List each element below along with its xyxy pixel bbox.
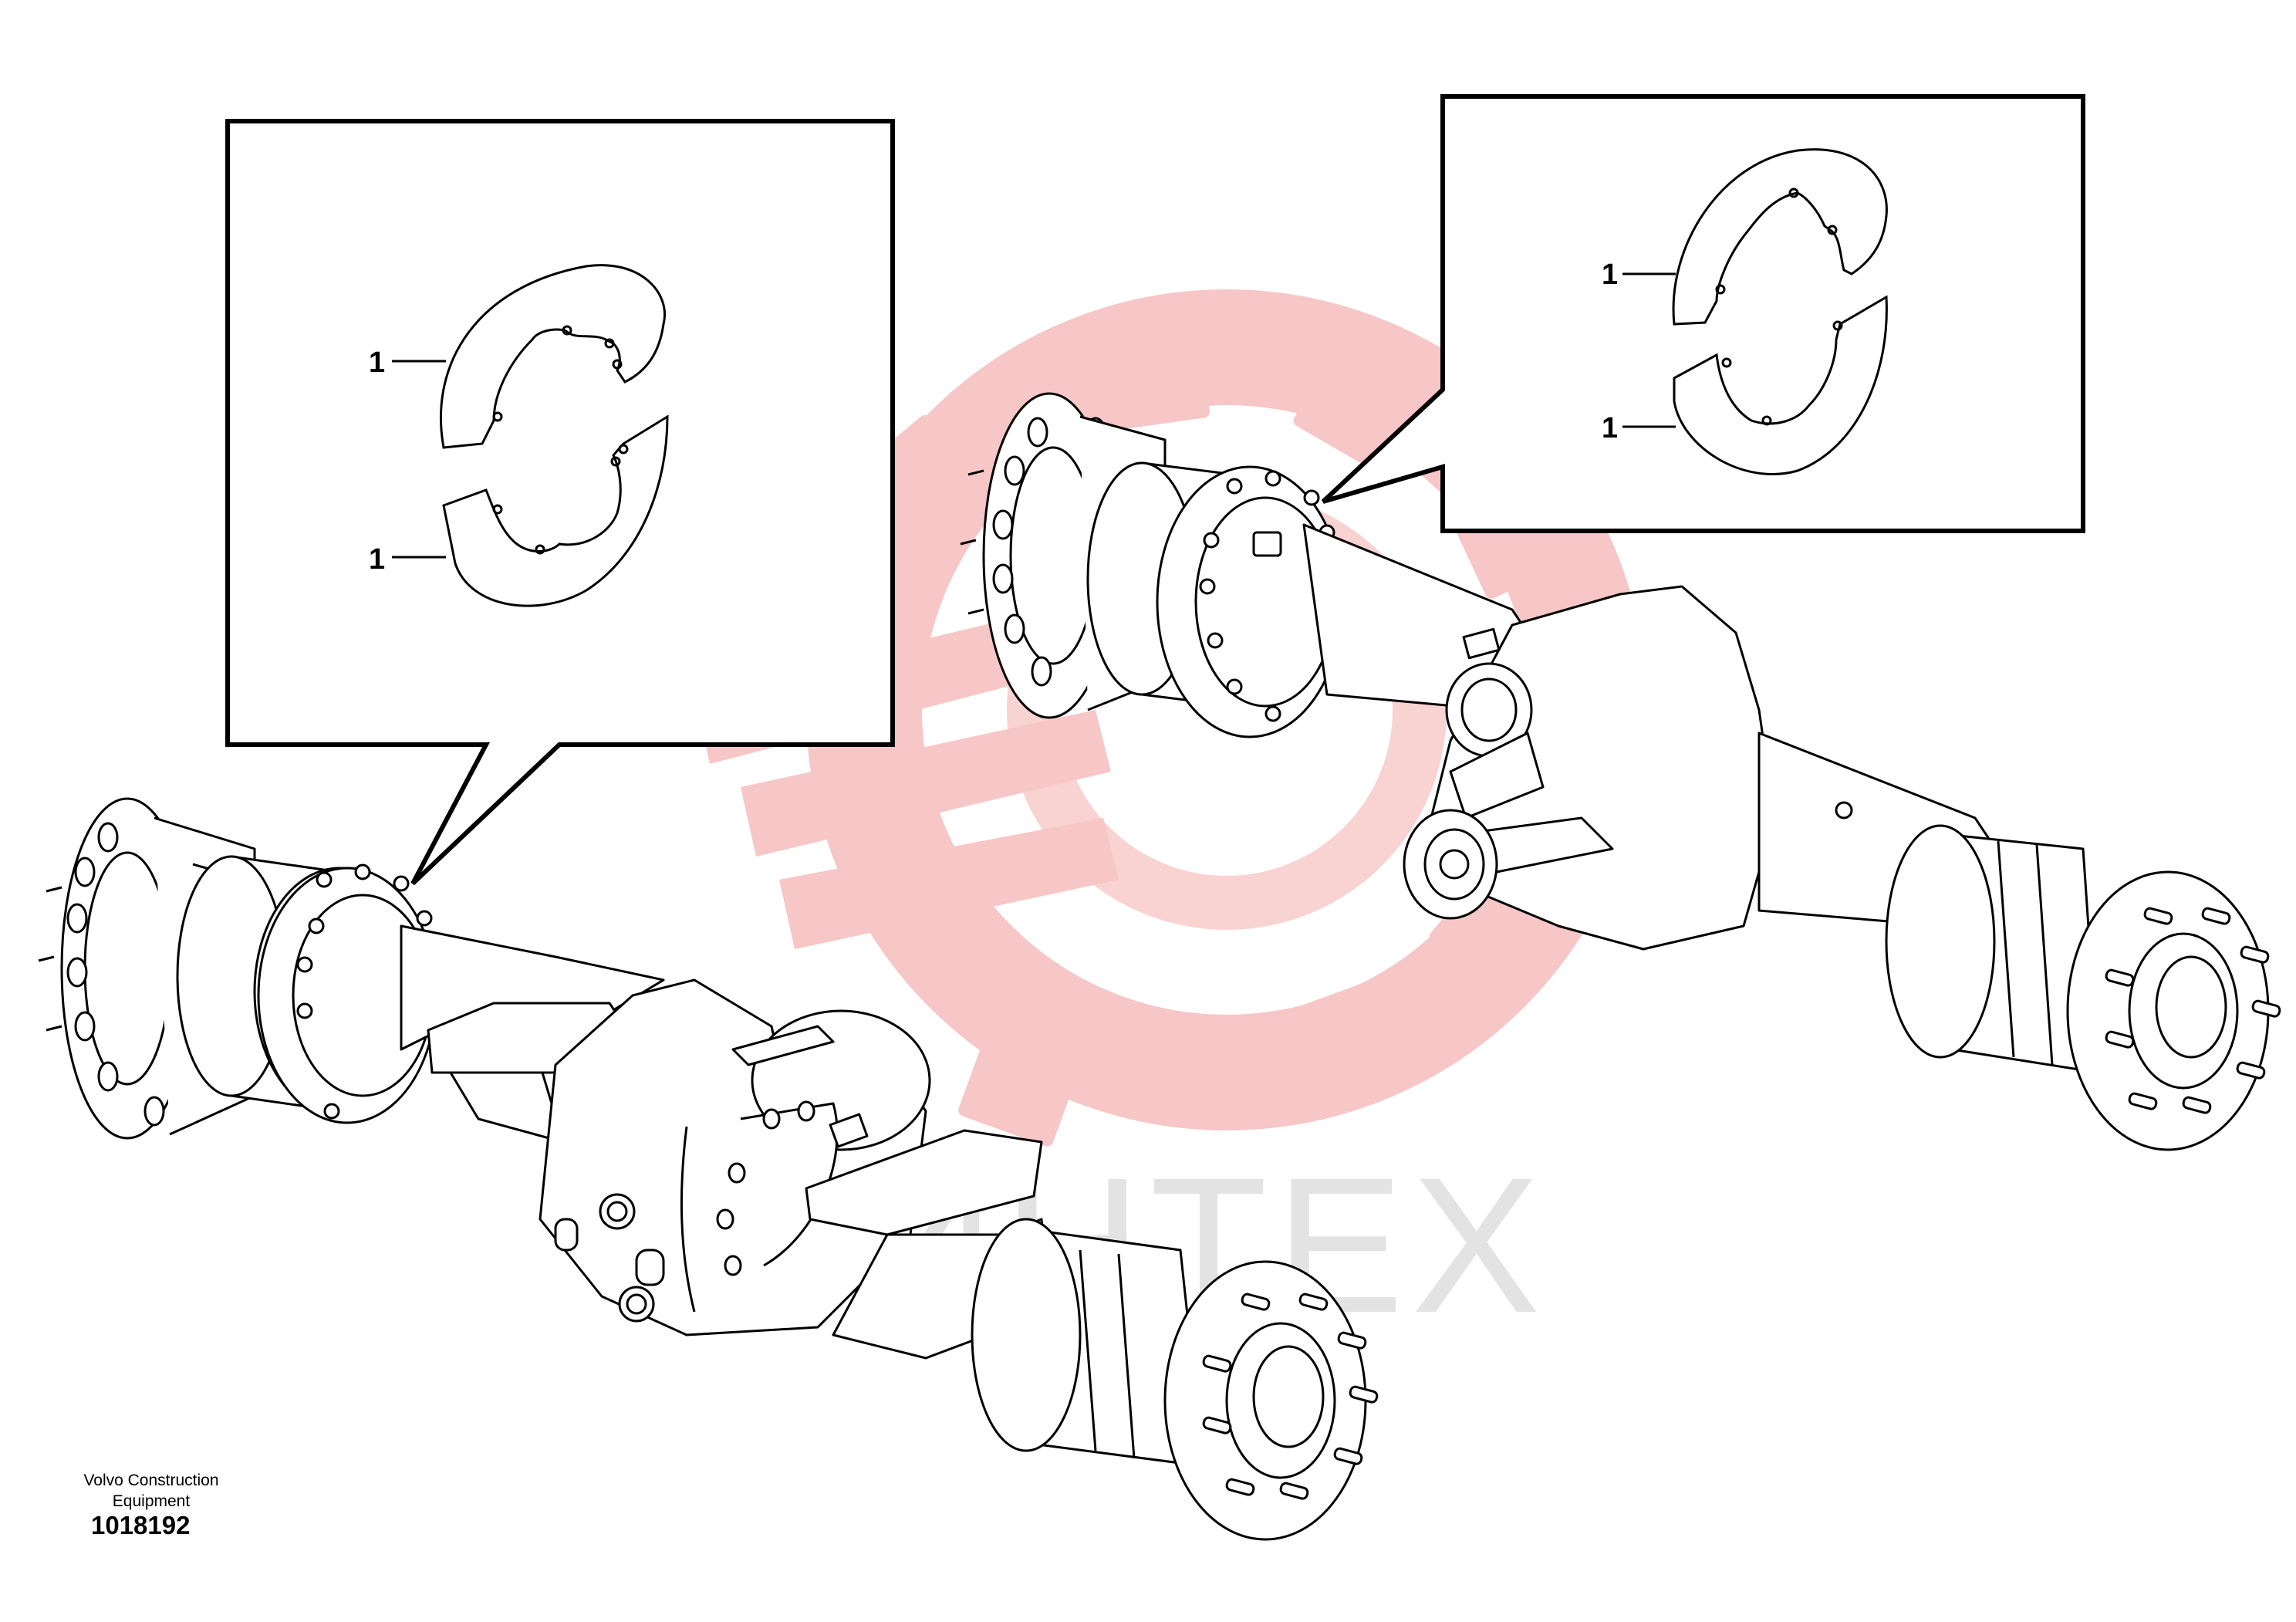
front-axle-assembly <box>38 797 1379 1541</box>
right-callout-label-1-bottom: 1 <box>1602 412 1618 444</box>
manufacturer-line-2: Equipment <box>112 1492 191 1510</box>
right-shim-upper <box>1672 148 1888 326</box>
left-callout-frame <box>225 119 895 886</box>
left-shim-lower <box>442 414 669 607</box>
left-shim-upper <box>440 264 666 449</box>
drawing-number: 1018192 <box>91 1511 191 1539</box>
left-callout-label-1-bottom: 1 <box>369 543 385 576</box>
left-callout-label-1-top: 1 <box>369 346 385 379</box>
manufacturer-line-1: Volvo Construction <box>83 1472 219 1489</box>
right-callout <box>1321 94 2085 533</box>
rear-axle-assembly <box>960 392 2281 1151</box>
left-callout <box>225 119 895 886</box>
manufacturer-credit: Volvo Construction Equipment <box>43 1470 259 1512</box>
right-callout-label-1-top: 1 <box>1602 259 1618 291</box>
right-shim-lower <box>1673 295 1888 475</box>
right-callout-frame <box>1321 94 2085 533</box>
